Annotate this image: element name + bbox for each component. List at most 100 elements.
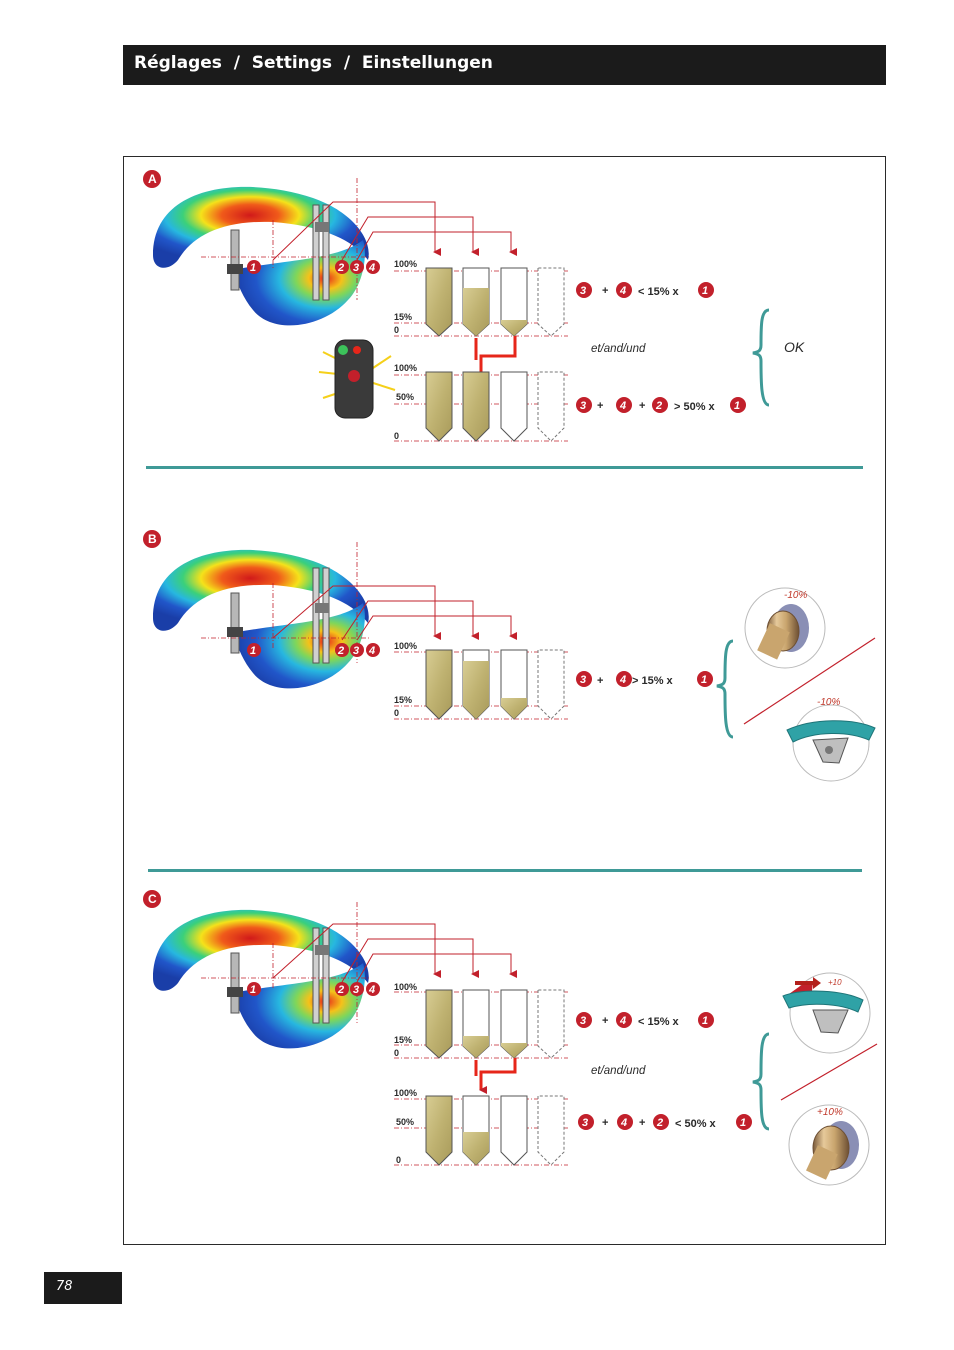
svg-text:3: 3 <box>353 984 359 996</box>
svg-text:1: 1 <box>250 645 256 657</box>
rule-a-1: 3 + 4 < 15% x 1 <box>576 282 714 298</box>
marker-3 <box>350 260 364 274</box>
section-c-marker <box>143 890 161 908</box>
rule-b-1: 3 + 4 > 15% x 1 <box>576 671 713 687</box>
scale-label-50: 50% <box>396 392 414 402</box>
belt-adjustment-illustration <box>744 587 826 669</box>
marker-1 <box>247 982 261 996</box>
collection-tubes-bottom <box>425 371 565 442</box>
svg-text:4: 4 <box>368 645 375 657</box>
marker-1 <box>247 643 261 657</box>
bracket-c <box>752 1032 770 1131</box>
scale-label-0: 0 <box>394 325 399 335</box>
scale-label-0: 0 <box>394 708 399 718</box>
collection-tubes-top <box>425 989 565 1059</box>
section-divider-a <box>146 466 863 469</box>
svg-text:1: 1 <box>250 262 256 274</box>
svg-text:< 15% x: < 15% x <box>638 286 680 298</box>
svg-text:+: + <box>639 400 645 412</box>
svg-text:1: 1 <box>740 1117 746 1129</box>
page-number: 78 <box>56 1279 73 1294</box>
page-title: Réglages / Settings / Einstellungen <box>134 53 493 73</box>
rule-c-1: 3 + 4 < 15% x 1 <box>576 1012 714 1028</box>
marker-2 <box>335 643 349 657</box>
scale-label-100-lower: 100% <box>394 363 417 373</box>
scale-label-50: 50% <box>396 1117 414 1127</box>
svg-text:1: 1 <box>702 285 708 297</box>
rule-c-2: 3 + 4 + 2 < 50% x 1 <box>578 1114 752 1130</box>
rule-a-2: 3 + 4 + 2 > 50% x 1 <box>576 397 746 413</box>
svg-text:+: + <box>602 1117 608 1129</box>
spread-pattern-illustration <box>153 902 371 1049</box>
svg-text:2: 2 <box>337 262 344 274</box>
svg-text:+: + <box>639 1117 645 1129</box>
bracket-a <box>752 308 770 407</box>
result-ok: OK <box>784 339 805 355</box>
svg-text:4: 4 <box>620 1117 627 1129</box>
svg-text:3: 3 <box>353 645 359 657</box>
svg-text:4: 4 <box>619 674 626 686</box>
option-divider <box>743 637 876 725</box>
diagram-section-b: B 1 2 3 4 100% 15% 0 3 + 4 > 15 <box>143 530 876 782</box>
svg-text:< 50% x: < 50% x <box>675 1118 717 1130</box>
svg-text:1: 1 <box>250 984 256 996</box>
svg-text:2: 2 <box>337 984 344 996</box>
scale-label-0-lower: 0 <box>396 1155 401 1165</box>
marker-4 <box>366 982 380 996</box>
scale-label-0: 0 <box>394 1048 399 1058</box>
scale-label-100: 100% <box>394 641 417 651</box>
marker-3 <box>350 982 364 996</box>
connector-text-a: et/and/und <box>591 343 646 355</box>
belt-adjustment-illustration <box>788 1104 870 1186</box>
page-number-box: 78 <box>44 1272 122 1304</box>
scale-label-0-lower: 0 <box>394 431 399 441</box>
marker-2 <box>335 260 349 274</box>
scale-label-15: 15% <box>394 312 412 322</box>
scale-label-15: 15% <box>394 695 412 705</box>
spread-pattern-illustration <box>153 542 371 689</box>
svg-text:3: 3 <box>580 1015 586 1027</box>
svg-text:> 50% x: > 50% x <box>674 401 716 413</box>
section-b-letter: B <box>148 532 157 546</box>
marker-3 <box>350 643 364 657</box>
marker-1 <box>247 260 261 274</box>
adjustment-label-top: -10% <box>784 590 807 601</box>
spread-pattern-illustration <box>153 178 371 326</box>
collection-tubes-bottom <box>425 1095 565 1166</box>
bracket-b <box>716 639 734 739</box>
svg-text:3: 3 <box>580 285 586 297</box>
svg-text:+: + <box>597 675 603 687</box>
scale-label-100: 100% <box>394 982 417 992</box>
svg-text:3: 3 <box>580 400 586 412</box>
option-divider <box>780 1043 878 1101</box>
section-divider-b <box>148 869 862 872</box>
svg-text:4: 4 <box>619 400 626 412</box>
marker-4 <box>366 260 380 274</box>
svg-text:1: 1 <box>702 1015 708 1027</box>
marker-2 <box>335 982 349 996</box>
section-a-marker <box>143 170 161 188</box>
svg-text:< 15% x: < 15% x <box>638 1016 680 1028</box>
marker-4 <box>366 643 380 657</box>
scale-label-100: 100% <box>394 259 417 269</box>
svg-text:+: + <box>602 285 608 297</box>
svg-text:+: + <box>602 1015 608 1027</box>
svg-text:1: 1 <box>734 400 740 412</box>
connector-text-c: et/and/und <box>591 1065 646 1077</box>
adjustment-label-bottom: +10% <box>817 1107 843 1118</box>
svg-text:3: 3 <box>580 674 586 686</box>
adjustment-label-top: +10 <box>828 978 842 987</box>
scale-label-100-lower: 100% <box>394 1088 417 1098</box>
content-frame <box>123 156 886 1245</box>
section-b-marker <box>143 530 161 548</box>
svg-text:3: 3 <box>353 262 359 274</box>
svg-text:2: 2 <box>656 1117 663 1129</box>
diagram-section-c: C 1 2 3 4 100% 15% 0 100% 50% 0 <box>143 890 878 1186</box>
svg-text:2: 2 <box>655 400 662 412</box>
svg-text:4: 4 <box>368 984 375 996</box>
scale-label-15: 15% <box>394 1035 412 1045</box>
diagram-section-a: A 1 2 3 4 100% 15% 0 <box>143 170 805 442</box>
collection-tubes <box>425 649 565 720</box>
collection-tubes-top <box>425 267 565 337</box>
svg-text:4: 4 <box>619 1015 626 1027</box>
